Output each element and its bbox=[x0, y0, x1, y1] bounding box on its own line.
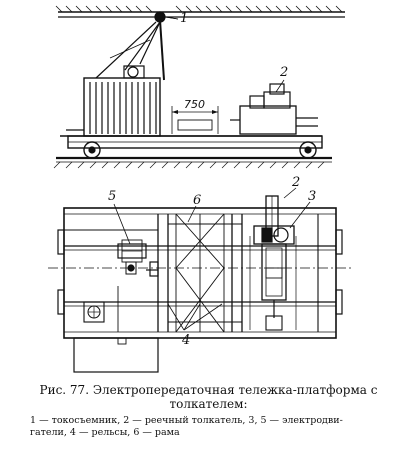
side-view bbox=[53, 5, 345, 169]
label-2-plan: 2 bbox=[291, 175, 300, 190]
plan-pusher bbox=[249, 195, 297, 331]
side-wheels bbox=[83, 141, 317, 159]
caption-title: Рис. 77. Электропередаточная тележка-пла… bbox=[0, 383, 417, 411]
label-5: 5 bbox=[108, 189, 116, 204]
plan-lower-box bbox=[73, 337, 159, 373]
plan-frame bbox=[63, 207, 337, 339]
plan-motor-5 bbox=[64, 229, 159, 277]
side-cabinet bbox=[66, 65, 161, 137]
label-3: 3 bbox=[308, 189, 316, 204]
ground bbox=[53, 156, 332, 169]
plan-left-boxes bbox=[83, 286, 119, 332]
caption-title-line-2: толкателем: bbox=[169, 397, 248, 411]
technical-drawing: 1 2 750 2 3 5 6 4 bbox=[48, 5, 352, 373]
dimension-750 bbox=[171, 106, 219, 134]
caption-legend: 1 — токосъемник, 2 — реечный толкатель, … bbox=[0, 415, 417, 439]
label-4: 4 bbox=[181, 333, 190, 348]
label-750: 750 bbox=[184, 98, 205, 111]
figure-caption: Рис. 77. Электропередаточная тележка-пла… bbox=[0, 383, 417, 439]
caption-legend-line-2: гатели, 4 — рельсы, 6 — рама bbox=[30, 427, 180, 438]
label-6: 6 bbox=[193, 193, 201, 208]
leader-lines bbox=[113, 16, 311, 331]
overhead-rail bbox=[55, 5, 345, 18]
plan-view bbox=[48, 195, 352, 373]
side-pusher bbox=[230, 83, 318, 135]
plan-braced-frame bbox=[168, 213, 242, 333]
caption-title-line-1: Рис. 77. Электропередаточная тележка-пла… bbox=[39, 383, 378, 397]
label-1: 1 bbox=[180, 11, 188, 26]
caption-legend-line-1: 1 — токосъемник, 2 — реечный толкатель, … bbox=[30, 415, 343, 426]
label-2-side: 2 bbox=[279, 65, 288, 80]
side-frame bbox=[60, 135, 323, 149]
